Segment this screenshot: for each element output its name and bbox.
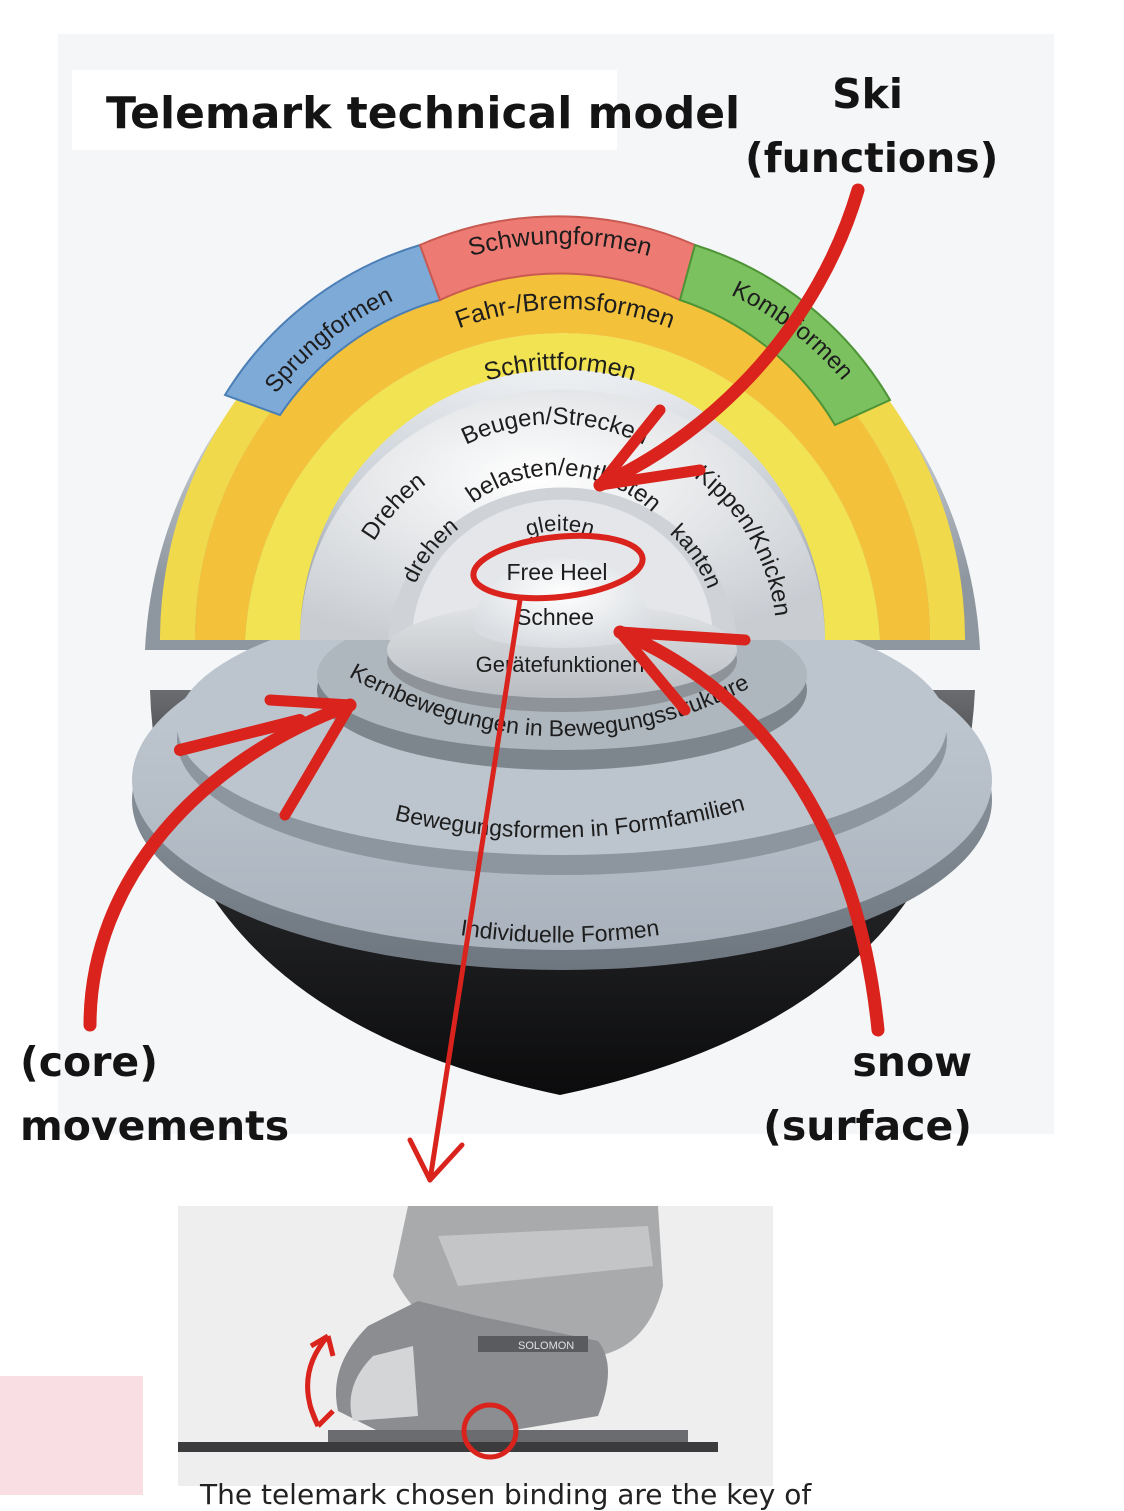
annotation-arrows xyxy=(83,183,885,1183)
core-arrow-tail xyxy=(174,714,306,756)
snow-ball xyxy=(475,557,650,648)
pink-accent-block xyxy=(0,1376,143,1495)
boot-brand: SOLOMON xyxy=(518,1340,574,1352)
ring-orange-band xyxy=(195,264,930,640)
pants-highlight xyxy=(438,1226,653,1286)
page-title: Telemark technical model xyxy=(106,88,741,139)
free-heel-pointer-head xyxy=(407,1137,465,1183)
boot-bellows xyxy=(350,1346,418,1421)
title-box xyxy=(72,70,617,150)
label-schnee: Schnee xyxy=(516,604,594,630)
boot-strap xyxy=(478,1336,588,1352)
telemark-sphere-diagram: Schwungformen Sprungformen Kombiformen F… xyxy=(0,0,992,1183)
free-heel-pointer xyxy=(427,597,523,1183)
label-geraetefunktionen: Gerätefunktionen xyxy=(476,652,645,677)
free-heel-circle xyxy=(470,532,646,602)
snow-arrow xyxy=(613,625,885,1037)
label-free-heel: Free Heel xyxy=(507,559,608,585)
snow-arrow-head xyxy=(614,626,751,716)
ski-arrow-head xyxy=(594,404,706,491)
label-ski-functions: Ski (functions) xyxy=(745,70,999,182)
core-arrow xyxy=(83,698,357,1032)
ski-shape xyxy=(178,1442,718,1452)
core-arrow-head xyxy=(264,694,356,821)
telemark-boot-photo: SOLOMON xyxy=(178,1206,773,1486)
heel-circle xyxy=(461,1402,519,1460)
label-core-movements: (core) movements xyxy=(20,1038,290,1150)
boot-illustration: SOLOMON xyxy=(178,1206,773,1486)
label-snow-surface: snow (surface) xyxy=(763,1038,972,1150)
heel-lift-arrowhead-top xyxy=(309,1333,336,1357)
ski-arrow xyxy=(593,183,865,492)
binding-plate xyxy=(328,1430,688,1442)
heel-lift-arrowhead-bottom xyxy=(307,1405,335,1428)
